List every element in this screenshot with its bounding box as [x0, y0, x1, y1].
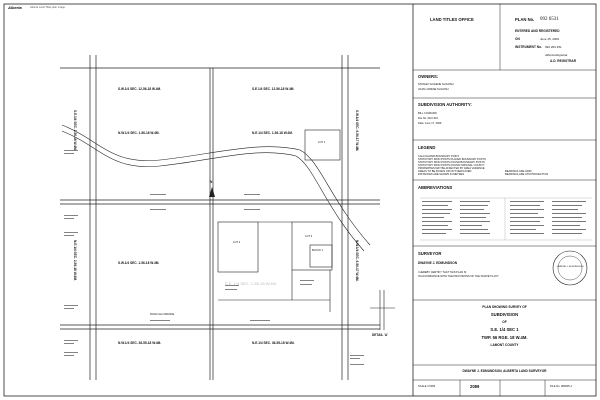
detail-a [370, 290, 395, 330]
road-allowance-label: ROAD ALLOWANCE [150, 313, 175, 316]
block-1-label: BLOCK 1 [312, 249, 323, 252]
surveyor-line-1: I HEREBY CERTIFY THAT THIS PLAN IS [418, 271, 467, 274]
plan-showing-label: PLAN SHOWING SURVEY OF [482, 305, 527, 309]
surveyor-stamp [552, 250, 588, 286]
legend-line-3: STATUTORY IRON POSTS FOUND BOUNDARY POST… [418, 161, 485, 164]
north-arrow [209, 187, 215, 197]
legal-description-2: TWP. 56 RGE. 18 W.4M. [481, 335, 528, 340]
header-disclaimer: Alberta Land Titles plan image [30, 6, 65, 9]
authority-line-1: BILL COLBURN [418, 112, 437, 115]
registrar-signature: Alberta Registrar [545, 53, 568, 57]
owner-2: JOAN LORENE SLIGOSH [418, 88, 449, 91]
legend-line-9: BEARINGS ARE UTM PROJECTION [505, 173, 549, 176]
authority-line-3: Date: June 17, 2009 [418, 122, 442, 125]
legend-line-8: BEARINGS ARE GRID [505, 170, 532, 173]
legal-description-1: S.E. 1/4 SEC 1 [490, 327, 519, 332]
plan-code: 2089 [470, 384, 480, 389]
legend-line-4: STATUTORY IRON POSTS FOUND ORIGINAL COUN… [418, 164, 485, 167]
sheet-border [3, 3, 597, 397]
legend-line-6: AREAS TO BE ROADS OR NOT DEDICATED [418, 170, 472, 173]
entered-registered-label: ENTERED AND REGISTERED [515, 29, 560, 33]
registrar-title: A.D. REGISTRAR [550, 59, 577, 63]
surveyor-name: DWAYNE J. EDMUNDSON [418, 261, 458, 265]
lot-3-label: LOT 3 [305, 235, 313, 238]
abbreviations-heading: ABBREVIATIONS [418, 185, 453, 190]
abbreviations-marks [422, 201, 586, 234]
instrument-number: 092 263 451 [545, 45, 562, 49]
firm-line: DWAYNE J. EDMUNDSON, ALBERTA LAND SURVEY… [462, 369, 547, 373]
legend-line-7: DISTANCES ARE SHOWN IN METRES [418, 173, 465, 176]
subdivision-authority-heading: SUBDIVISION AUTHORITY: [418, 102, 472, 107]
legend-heading: LEGEND [418, 145, 436, 150]
quarter-watermark-se-1: S.E. 1/4 SEC. 1-56-18 W.4M. [225, 281, 278, 286]
dimension-annotations [64, 150, 364, 365]
quarter-label-ne-1: N.E.1/4 SEC. 1-56-18 W.4M. [252, 131, 293, 135]
county-name: LAMONT COUNTY [490, 343, 519, 347]
on-label: ON [515, 37, 520, 41]
owner-1: STANLEY EUGENE SLIGOSH [418, 83, 454, 86]
file-number: FILE No. 080005-1 [550, 385, 572, 388]
quarter-label-sw-1: S.W.1/4 SEC. 1-56-18 W.4M. [118, 261, 160, 265]
titleblock-rules [413, 4, 596, 396]
quarter-label-nw-36: N.W.1/4 SEC. 36-55-18 W.4M. [118, 341, 162, 345]
legend-line-1: CALCULATED BOUNDARY POINT [418, 155, 459, 158]
scale-label: SCALE 1:5000 [418, 385, 436, 388]
lot-2-label: LOT 2 [233, 241, 241, 244]
quarter-label-ne-36: N.E.1/4 SEC. 36-55-18 W.4M. [252, 341, 295, 345]
registration-date: June 15, 2009 [540, 37, 560, 41]
lot-boundaries [217, 129, 341, 312]
vertical-label-right-upper: S.W.1/4 SEC. 6-56-17 W.4M. [355, 110, 359, 152]
lot-1-label: LOT 1 [318, 141, 326, 144]
owners-heading: OWNERS: [418, 74, 439, 79]
instrument-label: INSTRUMENT No. [515, 45, 542, 49]
quarter-label-se-12: S.E.1/4 SEC. 12-56-18 W.4M. [252, 87, 295, 91]
surveyor-heading: SURVEYOR [418, 251, 442, 256]
vertical-label-left-lower: N.E.1/4 SEC. 2-56-18 W.4M. [73, 240, 77, 281]
stamp-text: DWAYNE J. EDMUNDSON [556, 266, 584, 268]
highway-boundary [61, 124, 371, 246]
vertical-label-right-lower: N.W.1/4 SEC. 6-56-17 W.4M. [355, 240, 359, 282]
of-label: OF [502, 320, 507, 324]
abbreviations-table [420, 197, 592, 241]
subdivision-label: SUBDIVISION [490, 312, 519, 317]
legend-line-5: PROPERTIES MAY BE AFFECTED BY AREA VARIA… [418, 167, 485, 170]
surveyor-line-2: IN ACCORDANCE WITH THE PROVISIONS OF THE… [418, 275, 499, 278]
section-lines [60, 55, 380, 380]
quarter-label-sw-12: S.W.1/4 SEC. 12-56-18 W.4M. [118, 87, 162, 91]
plan-number: 092 6531 [540, 17, 559, 22]
authority-line-2: File No. 08-0-010 [418, 117, 439, 120]
detail-a-label: DETAIL 'A' [372, 333, 388, 337]
alberta-logo: Alberta [8, 5, 22, 10]
plan-number-label: PLAN No. [515, 17, 535, 22]
vertical-label-left-upper: S.E.1/4 SEC. 2-56-18 W.4M. [73, 110, 77, 151]
quarter-label-nw-1: N.W.1/4 SEC. 1-56-18 W.4M. [118, 131, 160, 135]
north-arrow-label: N [210, 180, 213, 184]
legend-line-2: STATUTORY IRON POSTS PLACED BOUNDARY POS… [418, 158, 486, 161]
land-titles-office: LAND TITLES OFFICE [430, 17, 474, 22]
